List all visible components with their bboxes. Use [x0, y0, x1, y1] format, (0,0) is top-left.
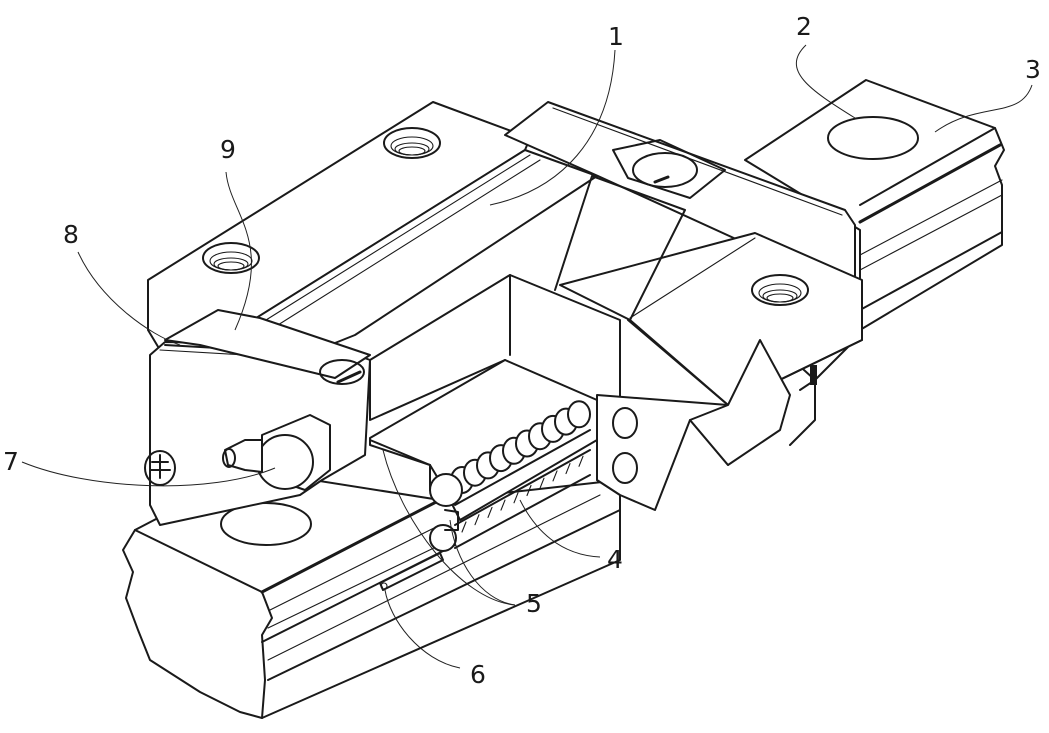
callout-3: 3 [1025, 55, 1041, 84]
ball-rows [429, 400, 591, 552]
leader-9 [225, 171, 252, 331]
leader-1 [489, 49, 616, 206]
screw-head [144, 450, 176, 486]
leader-2 [795, 44, 856, 119]
grease-nipple [222, 414, 331, 491]
callout-2: 2 [796, 12, 812, 41]
ball-lower [565, 463, 571, 475]
ball-lower [474, 514, 480, 526]
ball-lower [461, 521, 467, 533]
threaded-hole-left-1 [383, 127, 441, 159]
leader-8 [77, 251, 181, 346]
threaded-hole-left-2 [202, 242, 260, 274]
ball-upper [567, 400, 591, 429]
callout-1: 1 [608, 22, 624, 51]
end-cap-assembly [144, 309, 371, 526]
leader-7 [21, 461, 276, 487]
callout-4: 4 [607, 545, 623, 574]
ball-lower [539, 477, 545, 489]
leader-5a [382, 449, 516, 606]
callout-9: 9 [220, 135, 236, 164]
ball-lower [513, 492, 519, 504]
carriage-body [147, 101, 863, 521]
ball-lower [578, 455, 584, 467]
rail-mounting-hole-back [827, 116, 919, 160]
callout-labels: 1 2 3 4 5 6 7 8 9 [3, 12, 1041, 689]
leader-lines [21, 44, 1033, 669]
ball-lower [552, 470, 558, 482]
callout-6: 6 [470, 660, 486, 689]
leader-4 [519, 499, 601, 558]
callout-8: 8 [63, 220, 79, 249]
ball-lower [500, 499, 506, 511]
callout-5: 5 [526, 589, 542, 618]
threaded-hole-right [751, 274, 809, 306]
callout-7: 7 [3, 447, 19, 476]
leader-5b [449, 519, 516, 606]
ball-lower [526, 484, 532, 497]
leader-3 [934, 84, 1033, 133]
ball-lower [487, 506, 493, 518]
leader-6 [384, 589, 461, 669]
